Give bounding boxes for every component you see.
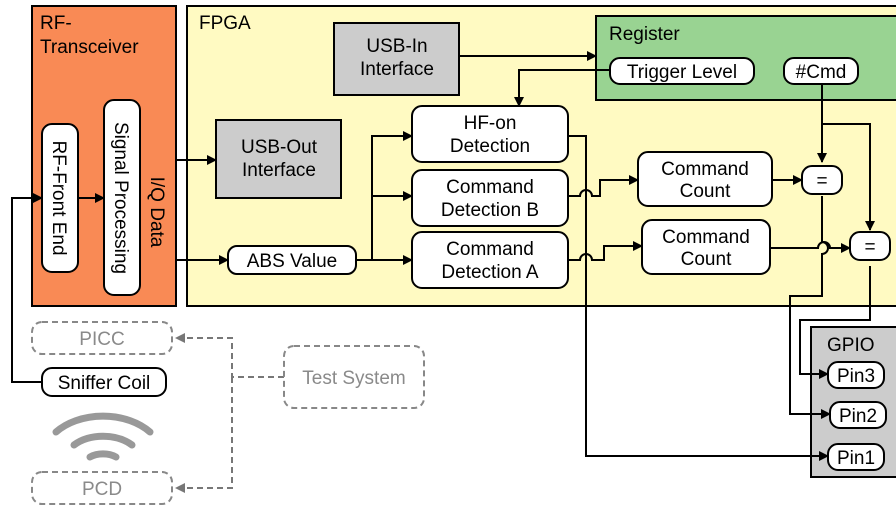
- wire-abs-to-hfon: [371, 131, 413, 196]
- compare-top-block: =: [801, 165, 843, 195]
- cmd-count-top-line2: Count: [680, 181, 731, 202]
- wire-cmp-top-to-pin2: [789, 196, 831, 419]
- wire-sniffer-to-frontend: [11, 193, 43, 383]
- pcd-label: PCD: [82, 479, 122, 500]
- test-system-wires: [175, 333, 284, 493]
- wire-numcmd-to-cmp-bot: [822, 123, 875, 231]
- test-system-label: Test System: [302, 368, 405, 389]
- trigger-level-block: Trigger Level: [609, 57, 755, 85]
- cmd-count-top-line1: Command: [661, 159, 749, 180]
- test-system-block: Test System: [283, 345, 425, 409]
- signal-wires: [11, 51, 875, 461]
- cmd-det-a-label-line1: Command: [446, 239, 534, 260]
- picc-block: PICC: [31, 321, 173, 355]
- cmd-count-bot-line2: Count: [681, 249, 732, 270]
- iq-data-label: I/Q Data: [146, 177, 167, 248]
- pin1-label: Pin1: [837, 448, 875, 469]
- pin2-label: Pin2: [839, 406, 877, 427]
- sniffer-coil-label: Sniffer Coil: [58, 373, 151, 394]
- abs-value-block: ABS Value: [227, 245, 357, 275]
- command-detection-b-block: Command Detection B: [411, 169, 569, 227]
- gpio-title: GPIO: [827, 335, 875, 356]
- usb-out-interface-block: USB-Out Interface: [215, 119, 342, 199]
- usb-in-interface-block: USB-In Interface: [333, 22, 460, 96]
- usb-in-label-line1: USB-In: [366, 36, 427, 57]
- rf-transceiver-title-line1: RF-: [40, 13, 72, 34]
- command-detection-a-block: Command Detection A: [411, 231, 569, 289]
- pin1-block: Pin1: [827, 443, 885, 471]
- sniffer-coil-block: Sniffer Coil: [41, 367, 167, 397]
- wire-cmp-bot-to-pin3: [799, 266, 871, 379]
- compare-bottom-block: =: [849, 231, 891, 261]
- hf-on-label-line1: HF-on: [464, 113, 517, 134]
- wire-testsystem-to-picc: [175, 333, 284, 378]
- num-cmd-block: #Cmd: [783, 57, 859, 85]
- picc-label: PICC: [79, 329, 124, 350]
- signal-processing-label: Signal Processing: [110, 122, 131, 274]
- rf-front-end-label: RF-Front End: [48, 140, 69, 255]
- hf-on-label-line2: Detection: [450, 136, 530, 157]
- abs-value-label: ABS Value: [247, 251, 337, 272]
- command-count-top-block: Command Count: [637, 151, 773, 207]
- usb-in-label-line2: Interface: [360, 59, 434, 80]
- wire-detA-to-count-bot: [568, 241, 643, 261]
- pin2-block: Pin2: [829, 401, 887, 429]
- pin3-block: Pin3: [827, 361, 885, 389]
- wire-detB-to-count-top: [568, 175, 639, 197]
- usb-out-label-line2: Interface: [242, 160, 316, 181]
- cmd-det-b-label-line1: Command: [446, 177, 534, 198]
- rf-front-end-block: RF-Front End: [41, 123, 79, 273]
- compare-top-label: =: [816, 171, 827, 192]
- trigger-level-label: Trigger Level: [627, 62, 737, 83]
- wire-testsystem-to-pcd: [175, 377, 233, 493]
- wire-hfon-to-pin1: [568, 135, 829, 461]
- compare-bottom-label: =: [864, 237, 875, 258]
- fpga-title: FPGA: [199, 13, 251, 34]
- cmd-det-a-label-line2: Detection A: [441, 262, 538, 283]
- pin3-label: Pin3: [837, 366, 875, 387]
- hf-on-detection-block: HF-on Detection: [411, 105, 569, 163]
- rf-transceiver-title-line2: Transceiver: [40, 37, 139, 58]
- command-count-bottom-block: Command Count: [641, 219, 771, 275]
- cmd-det-b-label-line2: Detection B: [441, 200, 539, 221]
- pcd-block: PCD: [31, 471, 173, 505]
- wire-trigger-to-hfon: [514, 69, 610, 107]
- usb-out-label-line1: USB-Out: [241, 137, 318, 158]
- num-cmd-label: #Cmd: [796, 62, 847, 83]
- wireless-signal-icon: [52, 412, 154, 461]
- cmd-count-bot-line1: Command: [662, 227, 750, 248]
- register-title: Register: [609, 24, 680, 45]
- signal-processing-block: Signal Processing: [103, 99, 141, 296]
